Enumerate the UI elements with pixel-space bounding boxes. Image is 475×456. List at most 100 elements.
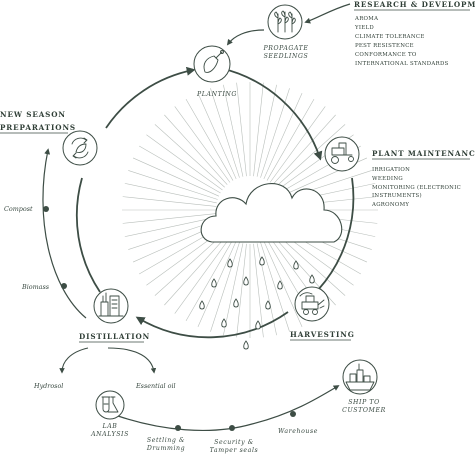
sun-ray xyxy=(124,183,217,204)
maintenance-block: PLANT MAINTENANCE IRRIGATION WEEDING MON… xyxy=(371,149,475,208)
cycle-arc-planting-to-maintenance xyxy=(219,67,323,161)
sun-ray xyxy=(185,239,234,322)
propagate-label-2: SEEDLINGS xyxy=(264,53,309,60)
harvester-icon xyxy=(299,292,325,315)
warehouse-dot xyxy=(290,411,296,417)
sun-ray xyxy=(272,114,336,185)
tractor-icon xyxy=(331,142,354,164)
harvesting-node xyxy=(294,286,330,322)
maintenance-item: WEEDING xyxy=(372,176,403,182)
ship-icon xyxy=(345,363,375,391)
biomass-dot xyxy=(61,283,67,289)
distillation-node xyxy=(93,288,129,324)
rain-drop xyxy=(221,318,227,328)
sun-ray xyxy=(260,242,290,332)
hydrosol-label: Hydrosol xyxy=(33,382,63,390)
security-label-1: Security & xyxy=(214,439,254,446)
sun-ray xyxy=(146,134,223,191)
rain-drop xyxy=(309,274,315,284)
trowel-icon xyxy=(203,50,224,73)
research-block: RESEARCH & DEVELOPMENT AROMA YIELD CLIMA… xyxy=(354,0,475,67)
rain-drop xyxy=(199,300,205,310)
sun-ray xyxy=(266,98,315,181)
rain-drop xyxy=(227,258,233,268)
maintenance-item: MONITORING (ELECTRONIC xyxy=(372,184,461,191)
outer-arc-to-new-season xyxy=(42,148,87,319)
research-item: YIELD xyxy=(354,25,374,31)
rain-cloud-icon xyxy=(199,183,343,350)
sun-ray xyxy=(154,232,225,296)
sun-ray xyxy=(269,106,326,183)
sun-ray xyxy=(124,216,217,237)
sun-ray xyxy=(263,240,303,328)
settling-label-1: Settling & xyxy=(147,437,185,444)
rain-drop xyxy=(277,280,283,290)
rain-drop xyxy=(233,298,239,308)
compost-dot xyxy=(43,206,49,212)
lab-label-2: ANALYSIS xyxy=(90,431,129,438)
sun-ray xyxy=(122,196,217,207)
research-item: AROMA xyxy=(354,16,378,22)
distillation-label: DISTILLATION xyxy=(79,332,150,341)
propagate-label-1: PROPAGATE xyxy=(262,45,308,52)
seedlings-icon xyxy=(274,10,296,33)
ship-label-1: SHIP TO xyxy=(348,399,380,406)
sun-ray xyxy=(275,232,346,296)
planting-node xyxy=(193,45,231,83)
security-dot xyxy=(229,425,235,431)
security-label-2: Tamper seals xyxy=(210,447,259,454)
propagate-node xyxy=(267,4,303,40)
distillation-to-hydrosol-arrow xyxy=(59,347,89,374)
rain-drop xyxy=(211,278,217,288)
new-season-node xyxy=(62,130,98,166)
sun-ray xyxy=(210,242,240,332)
sun-ray xyxy=(128,170,218,200)
maintenance-title: PLANT MAINTENANCE xyxy=(372,149,475,158)
rain-drop xyxy=(255,320,261,330)
rain-drop xyxy=(265,300,271,310)
essential-oil-label: Essential oil xyxy=(135,382,176,390)
sun-ray xyxy=(253,243,264,338)
sun-ray xyxy=(164,235,228,306)
sun-ray xyxy=(236,243,247,338)
harvesting-label: HARVESTING xyxy=(290,330,355,339)
lab-flask-icon xyxy=(101,396,119,413)
ship-label-2: CUSTOMER xyxy=(342,407,386,414)
planting-label: PLANTING xyxy=(196,91,237,98)
maintenance-node xyxy=(324,136,360,172)
ship-node xyxy=(342,359,378,395)
sun-ray xyxy=(256,243,277,336)
sun-ray xyxy=(164,114,228,185)
cycle-arc-new-season-to-planting xyxy=(105,66,196,129)
sun-ray xyxy=(223,243,244,336)
warehouse-label: Warehouse xyxy=(278,428,318,435)
distillation-to-essential-oil-arrow xyxy=(107,347,157,374)
new-season-label-1: NEW SEASON xyxy=(0,110,66,119)
compost-label: Compost xyxy=(4,205,33,213)
sun-ray xyxy=(256,84,277,177)
rain-drop xyxy=(243,340,249,350)
recycle-leaf-icon xyxy=(71,137,89,159)
research-item: CLIMATE TOLERANCE xyxy=(355,34,425,40)
sun-ray xyxy=(236,82,247,177)
new-season-label-2: PREPARATIONS xyxy=(0,123,76,132)
rain-drop xyxy=(259,256,265,266)
sun-ray xyxy=(223,84,244,177)
sun-ray xyxy=(253,82,264,177)
lab-node xyxy=(95,390,125,420)
sun-ray xyxy=(174,106,231,183)
sun-ray xyxy=(197,240,237,328)
sun-ray xyxy=(197,92,237,180)
biomass-label: Biomass xyxy=(21,283,50,291)
research-item: CONFORMANCE TO xyxy=(355,52,417,58)
research-item: PEST RESISTENCE xyxy=(355,43,414,49)
propagate-to-planting-arrow xyxy=(226,29,265,46)
research-to-propagate-arrow xyxy=(304,3,351,24)
sun-ray xyxy=(263,92,303,180)
sun-ray xyxy=(132,157,220,197)
cycle-arc-harvesting-to-distillation xyxy=(135,311,289,339)
sun-ray xyxy=(275,124,346,188)
lab-label-1: LAB xyxy=(102,423,118,430)
settling-label-2: Drumming xyxy=(146,445,185,452)
